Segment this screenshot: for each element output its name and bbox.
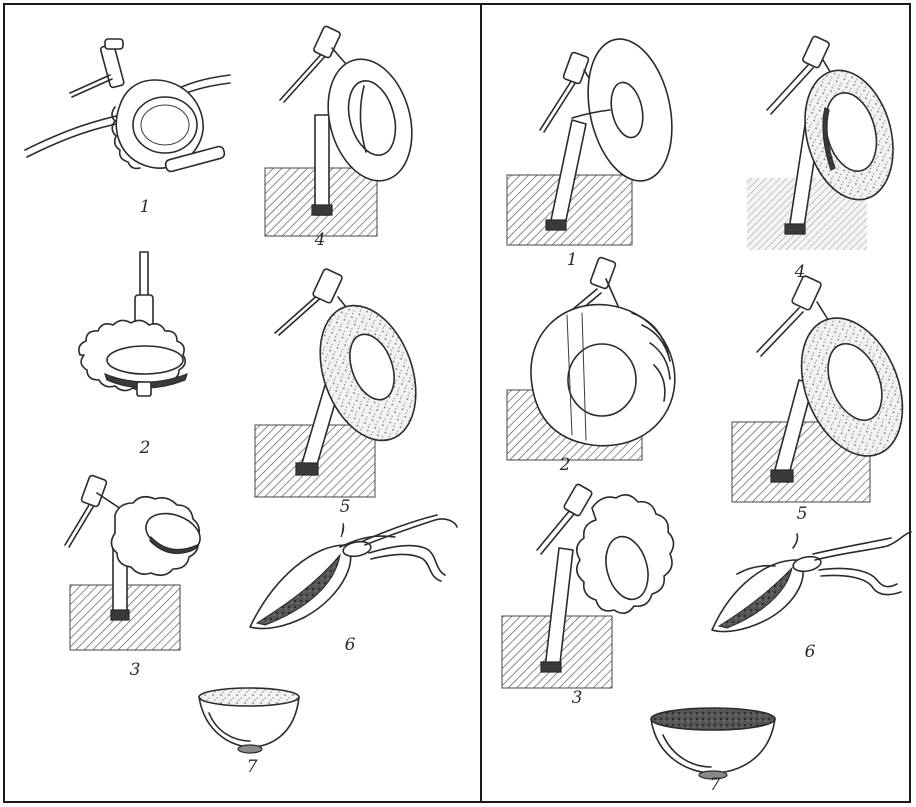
right-step-2: 2 bbox=[502, 255, 687, 470]
right-step-7-number: 7 bbox=[700, 775, 730, 795]
left-step-5-drawing bbox=[250, 265, 425, 505]
right-step-6-drawing bbox=[707, 530, 916, 645]
right-step-3-drawing bbox=[497, 478, 682, 693]
left-step-2-number: 2 bbox=[130, 438, 160, 458]
left-step-6-drawing bbox=[245, 515, 465, 645]
right-step-5-drawing bbox=[727, 272, 907, 507]
left-step-3-number: 3 bbox=[120, 660, 150, 680]
right-step-5-number: 5 bbox=[787, 504, 817, 524]
left-panel: 1 2 bbox=[0, 0, 480, 807]
left-step-6-number: 6 bbox=[335, 635, 365, 655]
left-step-5-number: 5 bbox=[330, 497, 360, 517]
right-step-4: 4 bbox=[737, 30, 897, 255]
left-step-7-number: 7 bbox=[237, 757, 267, 777]
right-step-6-number: 6 bbox=[795, 642, 825, 662]
right-step-7-drawing bbox=[647, 705, 782, 780]
left-step-6: 6 bbox=[245, 515, 465, 645]
left-step-3-drawing bbox=[55, 475, 230, 655]
left-step-1-drawing bbox=[25, 35, 235, 195]
right-step-1: 1 bbox=[502, 40, 677, 250]
right-step-6: 6 bbox=[707, 530, 916, 645]
right-step-3-number: 3 bbox=[562, 688, 592, 708]
right-panel: 1 2 bbox=[482, 0, 916, 807]
left-step-3: 3 bbox=[55, 475, 230, 655]
right-step-2-drawing bbox=[502, 255, 687, 470]
left-step-2-drawing bbox=[75, 250, 215, 420]
right-step-2-number: 2 bbox=[550, 455, 580, 475]
right-step-5: 5 bbox=[727, 272, 907, 507]
left-step-7: 7 bbox=[195, 685, 305, 755]
left-step-5: 5 bbox=[250, 265, 425, 505]
left-step-2: 2 bbox=[75, 250, 215, 420]
right-step-7: 7 bbox=[647, 705, 782, 780]
left-step-7-drawing bbox=[195, 685, 305, 755]
right-step-4-drawing bbox=[737, 30, 897, 255]
right-step-1-drawing bbox=[502, 40, 677, 250]
left-step-1-number: 1 bbox=[130, 197, 160, 217]
left-step-4-number: 4 bbox=[305, 230, 335, 250]
right-step-3: 3 bbox=[497, 478, 682, 693]
left-step-4: 4 bbox=[260, 20, 420, 240]
left-step-1: 1 bbox=[25, 35, 235, 195]
left-step-4-drawing bbox=[260, 20, 420, 240]
